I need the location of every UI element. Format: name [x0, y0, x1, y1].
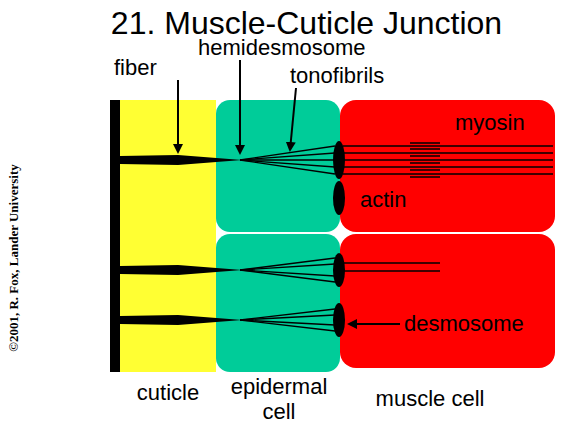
part-label: tonofibrils	[290, 64, 384, 88]
desmosome-plaque	[333, 181, 345, 215]
cuticle-surface	[110, 100, 120, 372]
desmosome-plaque	[333, 303, 345, 337]
node-label: cuticle	[112, 380, 224, 405]
myosin-filaments	[410, 143, 440, 177]
part-label: myosin	[455, 111, 525, 135]
part-label: actin	[360, 188, 406, 212]
cuticle-layer: cuticle	[120, 100, 216, 372]
node-label: muscle cell	[370, 386, 490, 411]
epidermal-cell-shape	[216, 100, 340, 232]
desmosome-plaque	[333, 141, 345, 179]
muscle-cell-shape	[340, 100, 555, 232]
epidermal-cell: epidermal cell	[216, 234, 340, 372]
part-label: hemidesmosome	[198, 36, 366, 60]
copyright-note: ©2001, R. Fox, Lander University	[6, 98, 22, 418]
node-label: epidermal cell	[224, 374, 334, 424]
desmosome-plaque	[333, 253, 345, 287]
cuticle-fiber	[120, 155, 242, 165]
part-label: fiber	[114, 56, 157, 80]
part-label: desmosome	[404, 312, 524, 336]
muscle-cell: muscle cell	[340, 234, 555, 368]
